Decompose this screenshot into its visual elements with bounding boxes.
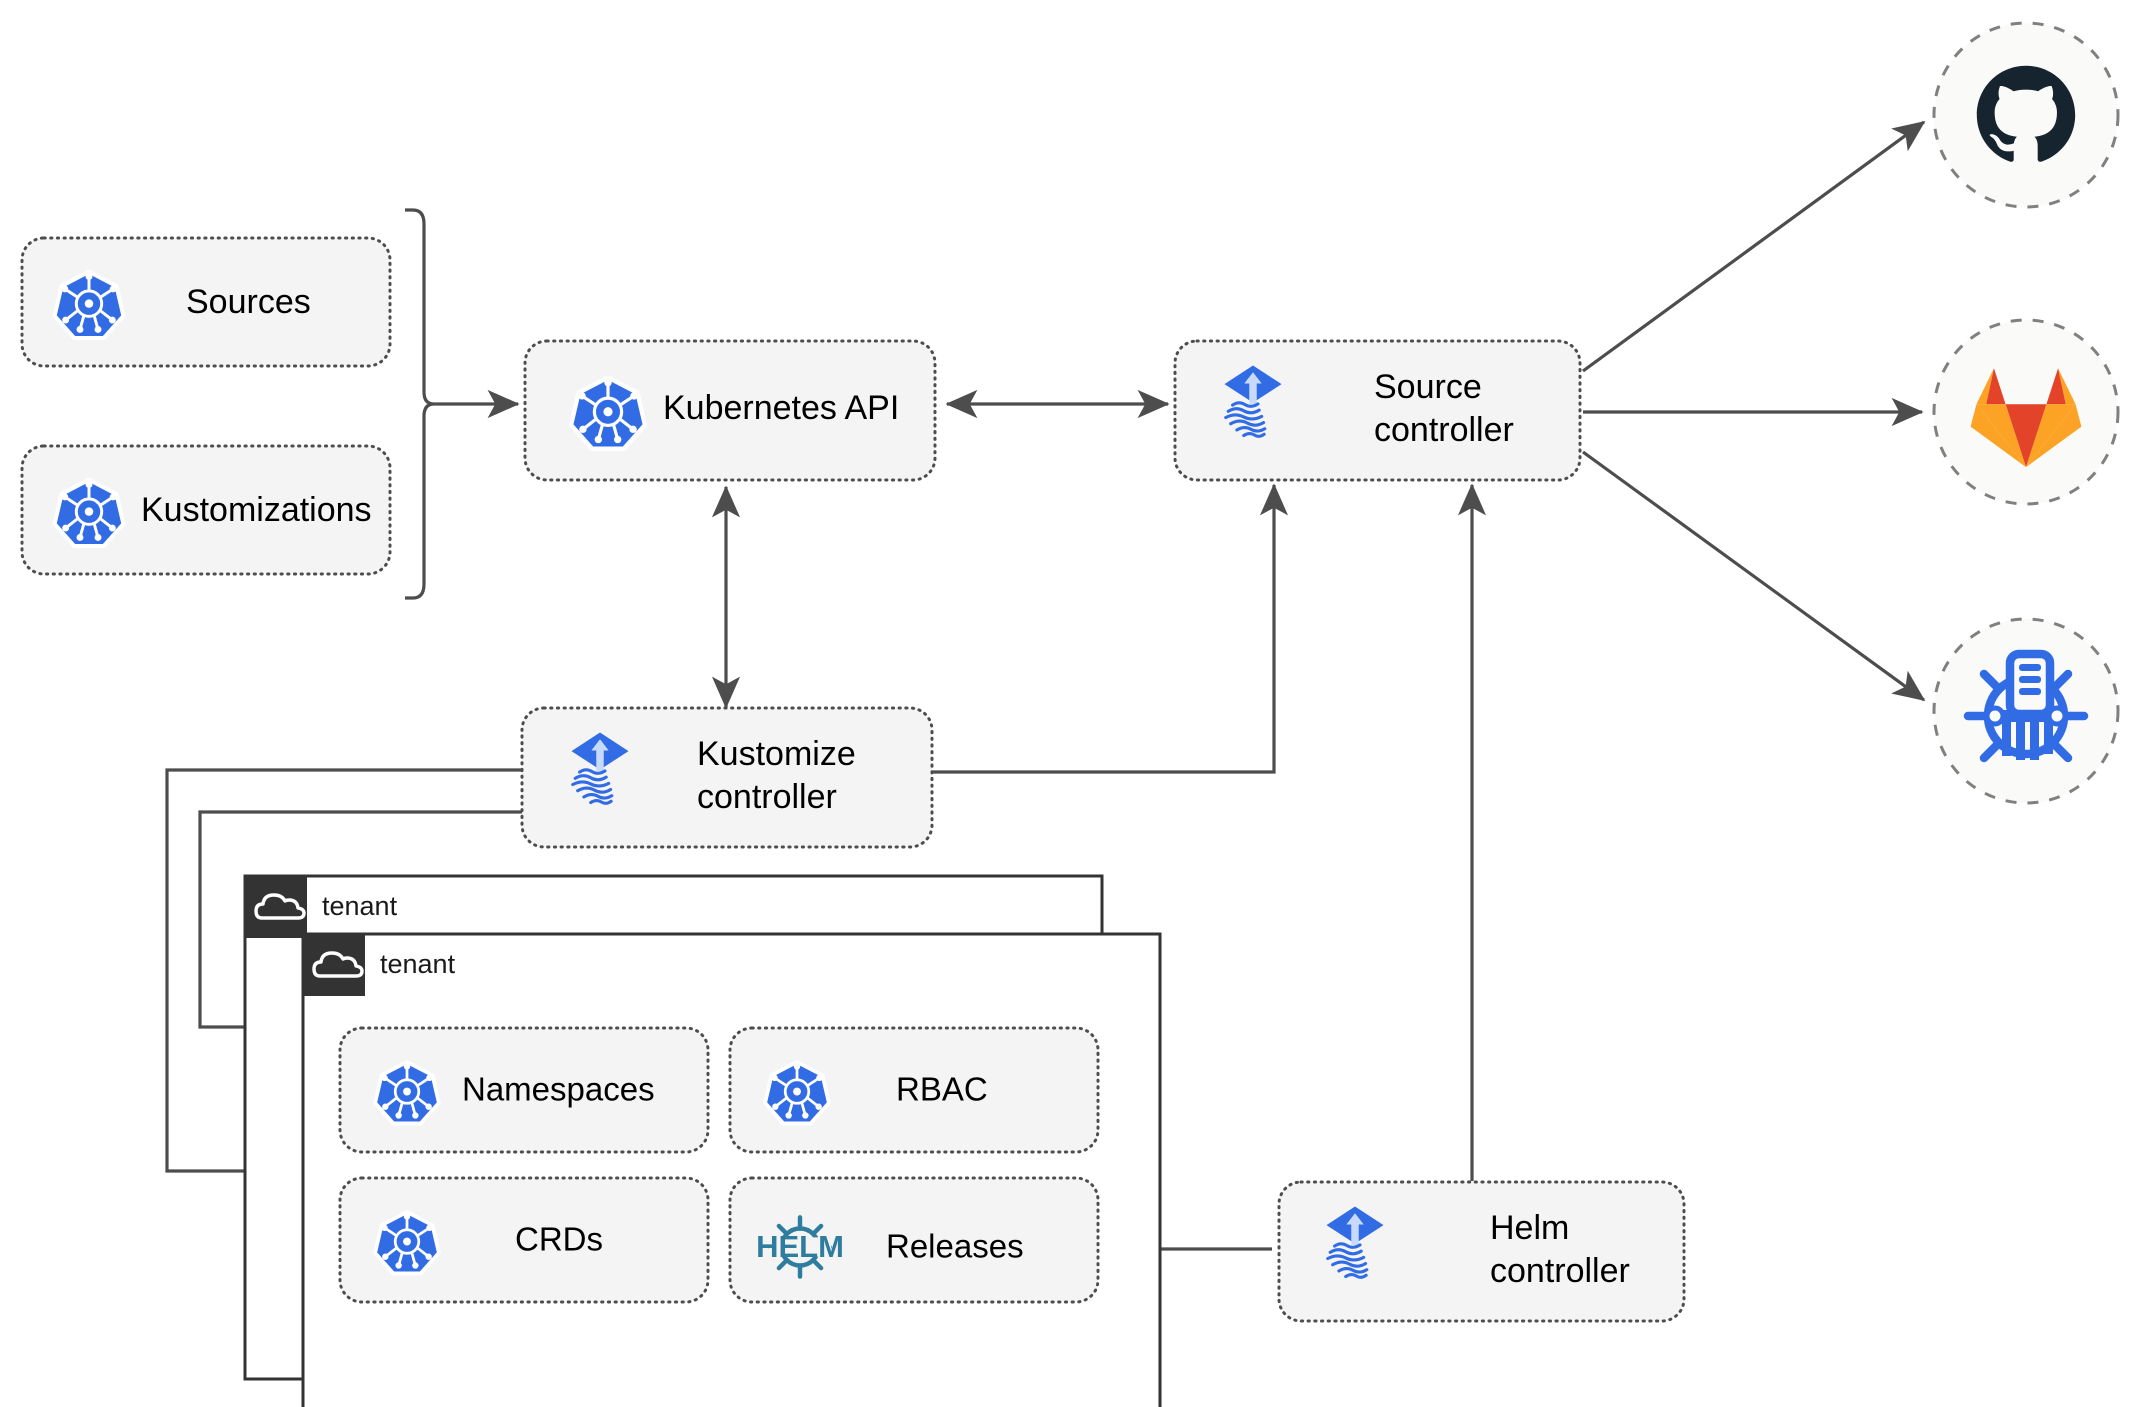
node-kustomize-controller-line2: controller bbox=[697, 778, 837, 816]
node-releases[interactable]: HELM Releases bbox=[728, 1176, 1100, 1304]
edge-source-to-github bbox=[1582, 120, 1926, 373]
node-crds[interactable]: CRDs bbox=[338, 1176, 710, 1304]
provider-helm-repository[interactable] bbox=[1932, 617, 2120, 805]
edge-source-to-helm-repository bbox=[1582, 450, 1926, 702]
node-namespaces[interactable]: Namespaces bbox=[338, 1026, 710, 1154]
node-kustomize-controller-line1: Kustomize bbox=[697, 735, 856, 773]
node-helm-controller-line1: Helm bbox=[1490, 1209, 1569, 1247]
helm-logo-wordmark: HELM bbox=[756, 1229, 844, 1264]
node-kubernetes-api[interactable]: Kubernetes API bbox=[523, 339, 937, 482]
edge-kustomize-to-source bbox=[928, 483, 1289, 774]
edge-kustomize-to-tenant-back bbox=[165, 768, 525, 1186]
cloud-icon bbox=[254, 893, 306, 920]
node-kubernetes-api-label: Kubernetes API bbox=[663, 389, 899, 427]
node-source-controller-line2: controller bbox=[1374, 411, 1514, 449]
tenant-window-front[interactable]: tenant bbox=[301, 932, 1162, 1407]
node-kustomize-controller[interactable]: Kustomize controller bbox=[520, 706, 934, 849]
node-sources[interactable]: Sources bbox=[20, 236, 392, 368]
node-kustomizations-label: Kustomizations bbox=[141, 491, 372, 529]
tenant-back-label: tenant bbox=[322, 891, 398, 921]
node-crds-label: CRDs bbox=[515, 1221, 603, 1258]
tenant-front-label: tenant bbox=[380, 949, 456, 979]
provider-github[interactable] bbox=[1932, 21, 2120, 209]
node-source-controller-line1: Source bbox=[1374, 368, 1482, 406]
node-rbac[interactable]: RBAC bbox=[728, 1026, 1100, 1154]
node-source-controller[interactable]: Source controller bbox=[1173, 339, 1582, 482]
node-releases-label: Releases bbox=[886, 1228, 1024, 1265]
node-helm-controller[interactable]: Helm controller bbox=[1277, 1180, 1686, 1323]
node-rbac-label: RBAC bbox=[896, 1071, 988, 1108]
node-sources-label: Sources bbox=[186, 283, 311, 321]
github-icon bbox=[1976, 65, 2076, 162]
node-helm-controller-line2: controller bbox=[1490, 1252, 1630, 1290]
node-namespaces-label: Namespaces bbox=[462, 1071, 655, 1108]
provider-gitlab[interactable] bbox=[1932, 318, 2120, 506]
node-kustomizations[interactable]: Kustomizations bbox=[20, 444, 392, 576]
helm-chart-icon bbox=[1963, 649, 2089, 763]
cloud-icon bbox=[312, 951, 364, 978]
gitlab-icon bbox=[1970, 368, 2082, 468]
